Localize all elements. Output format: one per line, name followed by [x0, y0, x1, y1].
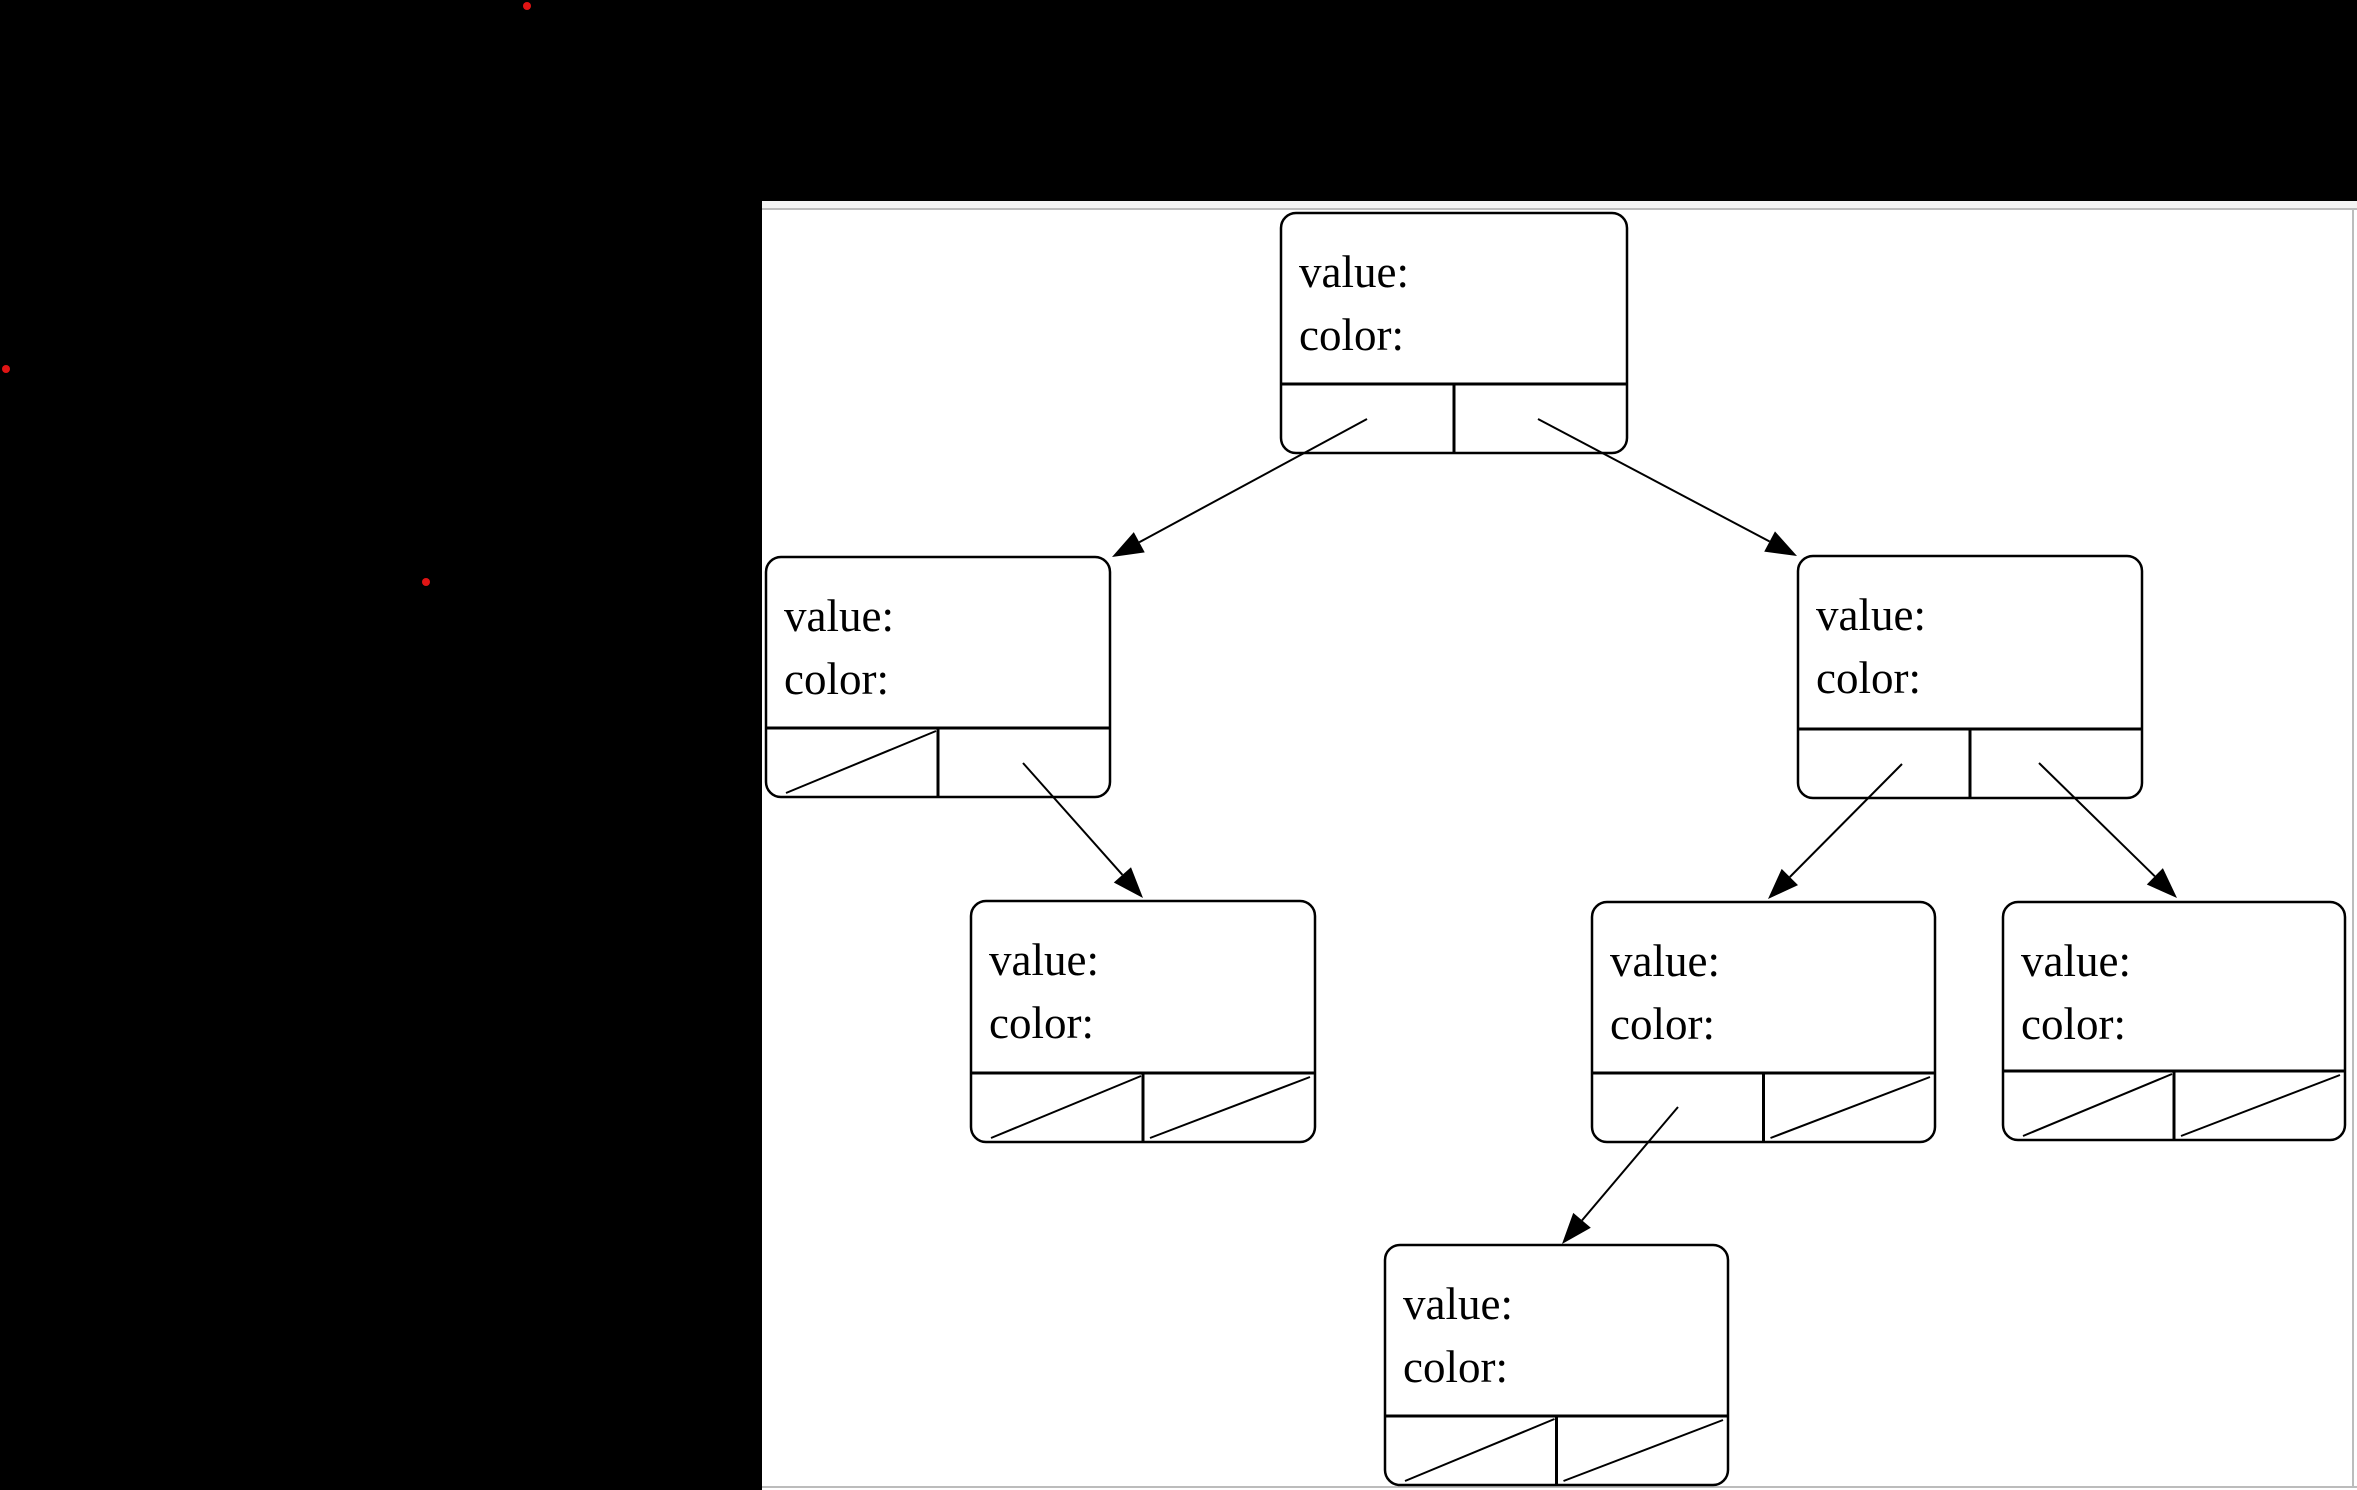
window-border-bottom: [762, 1486, 2357, 1488]
window-border-right: [2352, 208, 2354, 1486]
window-border-top: [762, 208, 2357, 210]
window-top-strip: [762, 201, 2357, 208]
red-annotation-dot: [2, 365, 10, 373]
image-window: [762, 201, 2357, 1490]
red-annotation-dot: [523, 2, 531, 10]
red-annotation-dot: [422, 578, 430, 586]
